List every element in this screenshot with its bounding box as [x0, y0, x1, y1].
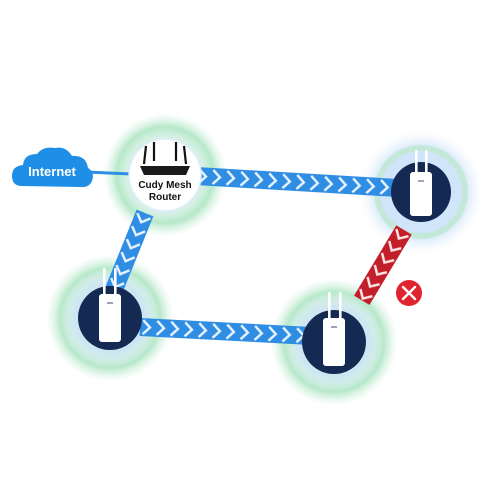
access-point-icon: [99, 268, 121, 342]
link-ap-top-right-to-ap-bottom-right-failed: [354, 225, 412, 305]
ap-left: [78, 268, 142, 350]
internet-label: Internet: [28, 164, 76, 179]
close-icon: [401, 285, 417, 301]
link-router-to-ap-left: [104, 209, 154, 297]
link-ap-left-to-ap-bottom-right: [139, 318, 313, 345]
access-point-icon: [323, 292, 345, 366]
router-label-line2: Router: [149, 192, 181, 203]
internet-cable: [85, 170, 133, 176]
router-label-line1: Cudy Mesh: [138, 180, 191, 191]
ap-top-right: [391, 150, 451, 222]
router-icon: [140, 142, 190, 175]
internet-cloud: Internet: [12, 147, 93, 188]
router-node: Cudy Mesh Router: [128, 138, 202, 212]
ap-bottom-right: [302, 292, 366, 374]
access-point-icon: [410, 150, 432, 216]
cloud-icon: [12, 147, 93, 188]
mesh-links: [104, 167, 412, 345]
link-router-to-ap-top-right: [195, 167, 397, 197]
failed-link-badge: [396, 280, 422, 306]
